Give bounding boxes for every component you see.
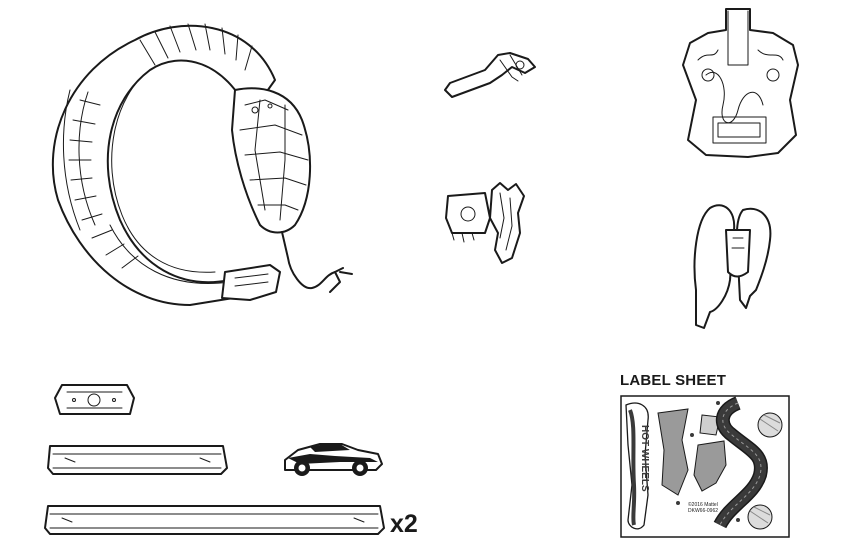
toy-car-part bbox=[280, 438, 385, 478]
track-connector-part bbox=[52, 380, 137, 420]
track-quantity-label: x2 bbox=[390, 510, 418, 538]
long-track-part bbox=[42, 500, 387, 540]
short-track-part bbox=[45, 440, 230, 480]
bracket-part bbox=[440, 178, 540, 273]
label-sheet-title: LABEL SHEET bbox=[620, 372, 727, 389]
label-sheet: HOT WHEELS bbox=[620, 395, 790, 538]
sticker-logo-text: HOT WHEELS bbox=[639, 425, 650, 492]
launcher-base-part bbox=[678, 5, 803, 165]
sticker-copyright-line2: DKW66-0962 bbox=[688, 508, 719, 514]
sticker-copyright-line1: ©2016 Mattel bbox=[688, 502, 718, 508]
snake-loop-part bbox=[40, 10, 360, 310]
connector-clip-part bbox=[440, 45, 540, 105]
sticker-copyright: ©2016 Mattel DKW66-0962 bbox=[688, 502, 718, 514]
loop-support-part bbox=[688, 200, 783, 335]
